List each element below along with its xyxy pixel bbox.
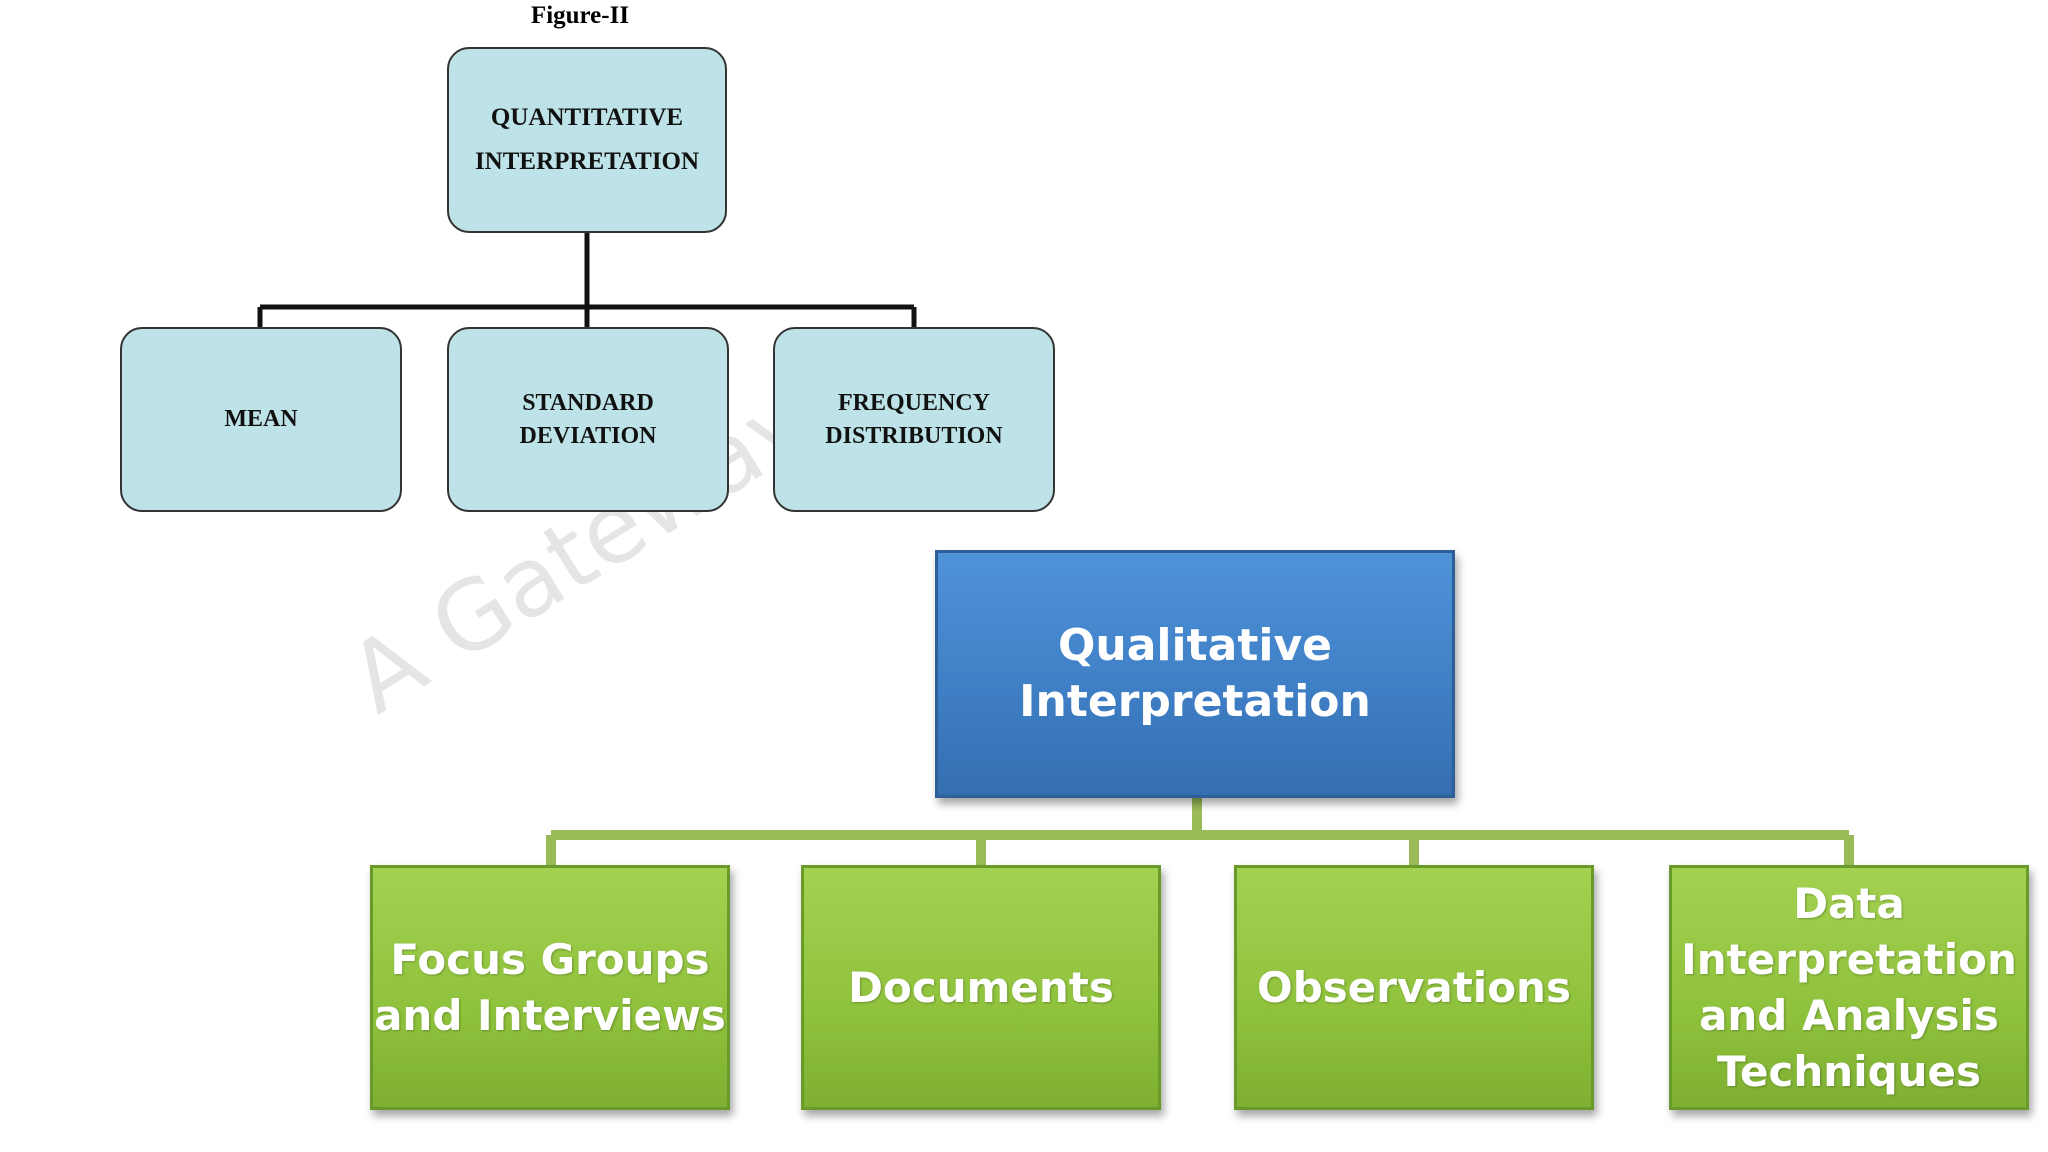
node-label-line: DISTRIBUTION — [825, 422, 1003, 449]
figure-caption: Figure-II — [530, 2, 630, 29]
quantitative-root-node: QUANTITATIVE INTERPRETATION — [447, 47, 727, 233]
quantitative-node-standard-deviation: STANDARD DEVIATION — [447, 327, 729, 512]
node-label-line: QUANTITATIVE — [490, 104, 684, 131]
node-label-line: Data — [1793, 878, 1905, 928]
qualitative-node-focus-groups: Focus Groups and Interviews — [370, 865, 730, 1110]
qualitative-node-documents: Documents — [801, 865, 1161, 1110]
quantitative-node-mean: MEAN — [120, 327, 402, 512]
qualitative-connectors — [546, 798, 1854, 865]
qualitative-node-data-interpretation: Data Interpretation and Analysis Techniq… — [1669, 865, 2029, 1110]
node-label-line: Techniques — [1716, 1046, 1982, 1096]
node-label-line: Qualitative — [1058, 620, 1332, 671]
quantitative-node-frequency-distribution: FREQUENCY DISTRIBUTION — [773, 327, 1055, 512]
node-label-line: Observations — [1257, 962, 1571, 1012]
qualitative-root-node: Qualitative Interpretation — [935, 550, 1455, 798]
node-label-line: STANDARD — [522, 389, 654, 416]
node-label-line: Interpretation — [1681, 934, 2017, 984]
node-label-line: DEVIATION — [519, 422, 657, 449]
node-label-line: and Interviews — [374, 990, 726, 1040]
node-label-line: FREQUENCY — [837, 389, 990, 416]
node-label-line: INTERPRETATION — [474, 148, 700, 175]
node-label-line: Documents — [848, 962, 1114, 1012]
node-label-line: Focus Groups — [390, 934, 710, 984]
quantitative-connectors — [257, 233, 917, 327]
node-label-line: Interpretation — [1019, 676, 1371, 727]
node-label-line: MEAN — [224, 406, 298, 432]
qualitative-node-observations: Observations — [1234, 865, 1594, 1110]
node-label-line: and Analysis — [1699, 990, 1999, 1040]
